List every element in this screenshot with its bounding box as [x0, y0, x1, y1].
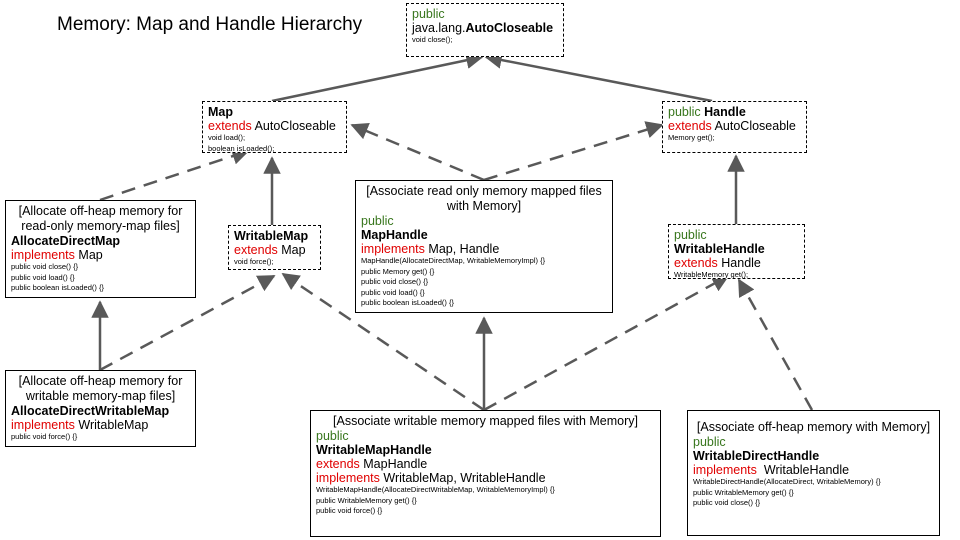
class-box-writablemaphandle: [Associate writable memory mapped files … — [310, 410, 661, 537]
class-name: public Handle — [668, 105, 746, 119]
extends-line: extends Map — [234, 243, 306, 257]
class-caption: [Allocate off-heap memory for read-only … — [18, 204, 183, 233]
extends-line: extends Handle — [674, 256, 761, 270]
extends-line: extends AutoCloseable — [668, 119, 796, 133]
interface-box-handle: public Handle extends AutoCloseable Memo… — [662, 101, 807, 153]
class-name: WritableMapHandle — [316, 443, 432, 457]
class-box-maphandle: [Associate read only memory mapped files… — [355, 180, 613, 313]
interface-box-writablehandle: public WritableHandle extends Handle Wri… — [668, 224, 805, 279]
arrow-maphandle-to-handle — [483, 121, 664, 182]
arrow-handle-to-autocloseable — [484, 51, 713, 103]
implements-line: implements WritableMap — [11, 418, 149, 432]
method-signature: void force(); — [234, 257, 274, 266]
method-signature: public boolean isLoaded() {} — [361, 298, 454, 307]
method-signature: Memory get(); — [668, 133, 715, 142]
class-box-writabledirecthandle: [Associate off-heap memory with Memory] … — [687, 410, 940, 536]
class-caption: [Allocate off-heap memory for writable m… — [18, 374, 183, 403]
implements-line: implements Map, Handle — [361, 242, 500, 256]
method-signature: public void close() {} — [11, 262, 79, 271]
interface-box-map: Map extends AutoCloseable void load(); b… — [202, 101, 347, 153]
method-signature: public WritableMemory get() {} — [316, 495, 417, 505]
modifier-public: public — [674, 228, 707, 242]
method-signature: MapHandle(AllocateDirectMap, WritableMem… — [361, 256, 546, 265]
extends-line: extends MapHandle — [316, 457, 428, 471]
modifier-public: public — [412, 7, 445, 21]
implements-line: implements WritableHandle — [693, 463, 850, 477]
arrow-writablemaphandle-to-writablemap — [281, 272, 485, 412]
class-caption: [Associate off-heap memory with Memory] — [696, 420, 931, 434]
arrow-allocatedirectmap-to-map — [99, 147, 250, 202]
class-box-allocatedirectmap: [Allocate off-heap memory for read-only … — [5, 200, 196, 298]
method-signature: public boolean isLoaded() {} — [11, 283, 104, 292]
class-caption: [Associate read only memory mapped files… — [366, 184, 602, 213]
method-signature: WritableDirectHandle(AllocateDirect, Wri… — [693, 477, 881, 486]
method-signature: public WritableMemory get() {} — [693, 487, 794, 497]
modifier-public: public — [361, 214, 394, 228]
arrow-allocatedirectwritablemap-to-writablemap — [99, 274, 276, 372]
class-name: WritableMap — [234, 229, 309, 243]
class-box-allocatedirectwritablemap: [Allocate off-heap memory for writable m… — [5, 370, 196, 447]
implements-line: implements Map — [11, 248, 103, 262]
method-signature: void load(); — [208, 133, 246, 142]
method-signature: WritableMemory get(); — [674, 270, 749, 279]
method-signature: public void close() {} — [361, 277, 429, 286]
class-name: java.lang.AutoCloseable — [412, 21, 554, 35]
method-signature: public Memory get() {} — [361, 266, 435, 276]
class-caption: [Associate writable memory mapped files … — [333, 414, 638, 428]
class-name: Map — [208, 105, 233, 119]
extends-line: extends AutoCloseable — [208, 119, 336, 133]
method-signature: boolean isLoaded(); — [208, 143, 275, 153]
class-name: AllocateDirectMap — [11, 234, 121, 248]
diagram-title: Memory: Map and Handle Hierarchy — [57, 14, 363, 35]
class-name: MapHandle — [361, 228, 428, 242]
arrow-map-to-autocloseable — [271, 51, 484, 103]
arrow-maphandle-to-map — [350, 122, 485, 182]
class-name: AllocateDirectWritableMap — [11, 404, 170, 418]
method-signature: public void force() {} — [316, 506, 383, 515]
arrow-writablemaphandle-to-writablehandle — [483, 274, 730, 412]
interface-box-writablemap: WritableMap extends Map void force(); — [228, 225, 321, 270]
method-signature: void close(); — [412, 35, 453, 44]
class-name: WritableDirectHandle — [693, 449, 820, 463]
method-signature: public void close() {} — [693, 498, 761, 507]
arrow-writabledirecthandle-to-writablehandle — [737, 278, 814, 411]
class-box-autocloseable: public java.lang.AutoCloseable void clos… — [406, 3, 564, 57]
method-signature: WritableMapHandle(AllocateDirectWritable… — [316, 485, 555, 494]
method-signature: public void force() {} — [11, 432, 78, 441]
modifier-public: public — [316, 429, 349, 443]
method-signature: public void load() {} — [11, 272, 75, 282]
method-signature: public void load() {} — [361, 287, 425, 297]
modifier-public: public — [693, 435, 726, 449]
implements-line: implements WritableMap, WritableHandle — [316, 471, 546, 485]
class-name: WritableHandle — [674, 242, 765, 256]
